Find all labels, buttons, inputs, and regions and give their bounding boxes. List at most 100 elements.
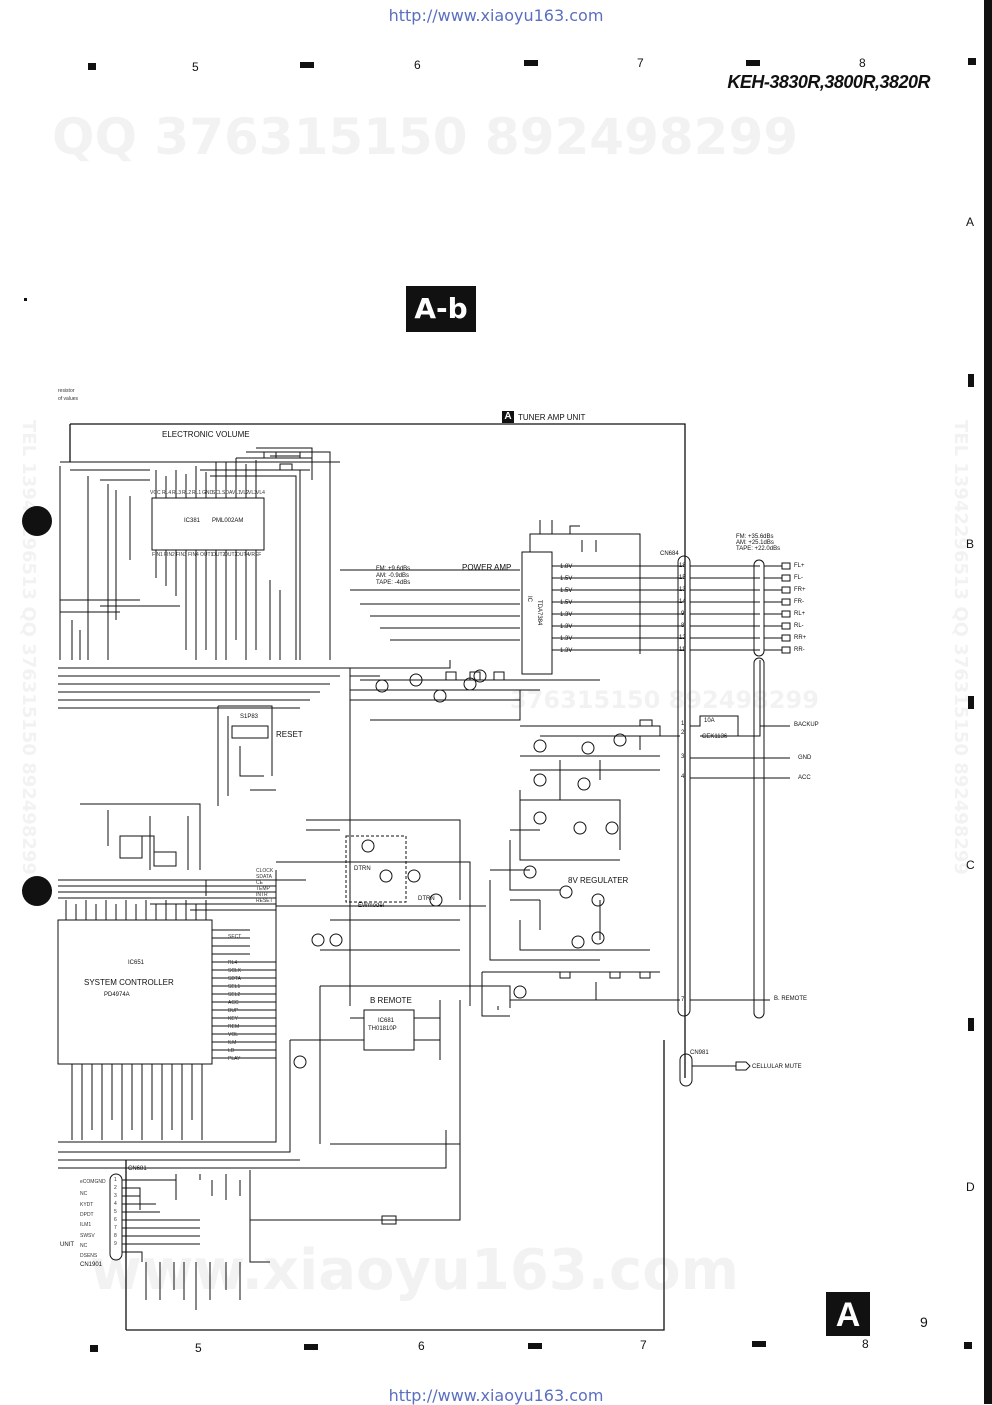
8v-regulator-label: 8V REGULATER: [568, 876, 629, 885]
sys-top-pin-label: CLOCK: [256, 868, 274, 874]
system-controller-part: PD4974A: [104, 992, 130, 998]
column-number: 5: [195, 1341, 202, 1355]
power-amp-part: TDA7384: [536, 600, 542, 626]
cn981-label: CN981: [690, 1050, 709, 1056]
ic381-part: PML002AM: [212, 518, 244, 524]
ic381-pin: OUT2: [212, 552, 226, 558]
cn684-pin: 9: [681, 611, 685, 617]
source-url-bottom[interactable]: http://www.xiaoyu163.com: [388, 1386, 604, 1405]
ic381-pin: VL1: [232, 490, 241, 496]
power-amp-label: POWER AMP: [462, 563, 512, 572]
registration-bar: [524, 60, 538, 66]
ic381-pin: OUT1: [200, 552, 214, 558]
sys-pin-label: VOL: [228, 1032, 239, 1038]
cn684-pin: 8: [681, 623, 685, 629]
cn684-pin: 18: [679, 563, 686, 569]
speaker-output-fr-minus: FR-: [794, 599, 804, 605]
output-level-am: AM: +25.1dBs: [736, 540, 774, 546]
speaker-output-fl-plus: FL+: [794, 563, 805, 569]
power-pin-gnd: GND: [798, 755, 812, 761]
ic381-pin: FIN3: [176, 552, 187, 558]
tda-pin-voltage: 1.5V: [560, 600, 573, 606]
speaker-output-fl-minus: FL-: [794, 575, 803, 581]
page-edge: [984, 0, 992, 1404]
cn681-pin: 3: [114, 1193, 117, 1199]
reset-label: RESET: [276, 730, 303, 739]
system-controller-label: SYSTEM CONTROLLER: [84, 978, 174, 987]
power-amp-level-am: AM: -0.9dBs: [376, 573, 410, 579]
tda-pin-voltage: 1.3V: [560, 648, 573, 654]
source-url-top[interactable]: http://www.xiaoyu163.com: [388, 6, 604, 25]
output-level-fm: FM: +35.6dBs: [736, 534, 774, 540]
fuse-part: CEK1136: [702, 734, 728, 740]
ic381-pin: RL4: [162, 490, 172, 496]
sys-top-pin-label: RESET: [256, 898, 273, 904]
ew-model-label: EWmodel: [358, 903, 385, 909]
electronic-volume-label: ELECTRONIC VOLUME: [162, 430, 250, 439]
speaker-output-rl-minus: RL-: [794, 623, 804, 629]
sys-top-pin-label: SDATA: [256, 874, 272, 880]
cn681-pin: 4: [114, 1201, 117, 1207]
cn684-pin: 14: [679, 599, 686, 605]
sys-pin-label: SDTA: [228, 976, 241, 982]
registration-bar: [300, 62, 314, 68]
s1p83-label: S1P83: [240, 714, 259, 720]
row-letter: D: [966, 1180, 975, 1194]
registration-mark: [88, 63, 96, 70]
remote-ic-part: TH01810P: [368, 1026, 397, 1032]
note-values: of values: [58, 396, 79, 402]
tuner-amp-badge: A: [502, 411, 514, 423]
cn684-pin: 1: [681, 721, 685, 727]
cn684-pin: 11: [679, 647, 686, 653]
fuse-rating: 10A: [704, 718, 715, 724]
speaker-output-rr-plus: RR+: [794, 635, 807, 641]
unit-badge: A: [826, 1292, 870, 1336]
tuner-amp-unit-label: TUNER AMP UNIT: [518, 413, 586, 422]
cn681-pin: 1: [114, 1177, 117, 1183]
unit-label: UNIT: [60, 1242, 74, 1248]
binding-hole: [22, 506, 52, 536]
remote-ic-label: IC681: [378, 1018, 395, 1024]
note-resistor: resistor: [58, 388, 75, 394]
power-amp-level-fm: FM: +9.6dBs: [376, 566, 411, 572]
ic651-label: IC651: [128, 960, 145, 966]
cn681-pin: 9: [114, 1241, 117, 1247]
sys-pin-label: ILM: [228, 1040, 237, 1046]
model-title: KEH-3830R,3800R,3820R: [727, 72, 930, 92]
row-letter: C: [966, 858, 975, 872]
cn1901-signal: DPDT: [80, 1212, 94, 1218]
sys-pin-label: SEL2: [228, 992, 241, 998]
ic381-pin: VCC: [150, 490, 161, 496]
dtr-label: DTRN: [418, 896, 435, 902]
cn684-pin: 13: [679, 587, 686, 593]
cn684-pin: 4: [681, 774, 685, 780]
cellular-mute-label: CELLULAR MUTE: [752, 1064, 802, 1070]
cn684-pin: 2: [681, 730, 685, 736]
watermark-qq: QQ 376315150 892498299: [52, 108, 799, 166]
sys-pin-label: KEY: [228, 1016, 239, 1022]
page-number: 9: [920, 1314, 928, 1330]
row-letter: B: [966, 537, 975, 551]
cn681-pin: 2: [114, 1185, 117, 1191]
sys-pin-label: ACC: [228, 1000, 239, 1006]
column-number: 8: [859, 56, 866, 70]
cn681-label: CN681: [128, 1166, 147, 1172]
column-number: 7: [637, 56, 644, 70]
ic381-pin: VL4: [256, 490, 265, 496]
ic381-pin: FIN1: [152, 552, 163, 558]
registration-bar: [528, 1343, 542, 1349]
registration-mark: [964, 1342, 972, 1349]
tda-pin-voltage: 1.5V: [560, 588, 573, 594]
sys-pin-label: LD: [228, 1048, 235, 1054]
sys-pin-label: RL4: [228, 960, 238, 966]
ic381-pin: FIN2: [164, 552, 175, 558]
speaker-output-rr-minus: RR-: [794, 647, 805, 653]
power-pin-b-remote: B. REMOTE: [774, 996, 808, 1002]
speck: [24, 298, 27, 301]
watermark-site: www.xiaoyu163.com: [90, 1238, 740, 1303]
tda-pin-voltage: 1.3V: [560, 612, 573, 618]
power-amp-level-tape: TAPE: -4dBs: [376, 580, 411, 586]
cn1901-signal: KYDT: [80, 1202, 94, 1208]
ic381-label: IC381: [184, 518, 201, 524]
